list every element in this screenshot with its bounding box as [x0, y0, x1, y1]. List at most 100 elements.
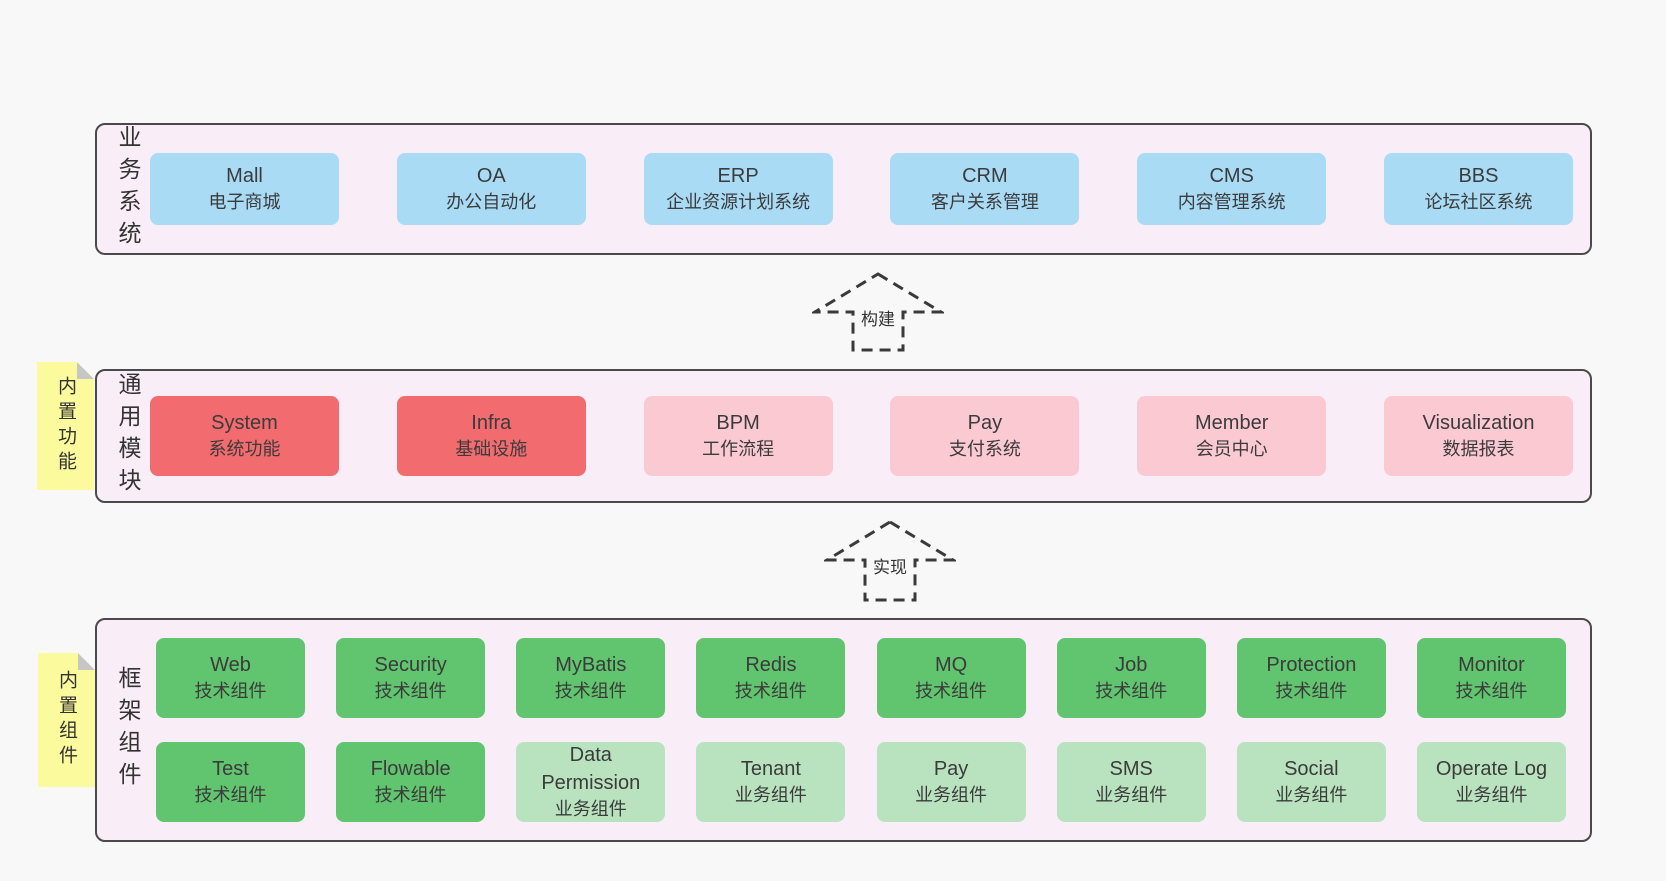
box-sms-title: SMS: [1109, 758, 1153, 781]
box-bpm-title: BPM: [716, 412, 760, 435]
box-monitor-title: Monitor: [1458, 654, 1525, 677]
framework-components-label: 框架组件: [115, 666, 141, 794]
box-mybatis: MyBatis 技术组件: [516, 638, 666, 718]
box-redis: Redis 技术组件: [696, 638, 846, 718]
box-sms: SMS 业务组件: [1056, 742, 1206, 822]
box-system-subtitle: 系统功能: [208, 439, 281, 460]
business-systems-label: 业务系统: [115, 125, 141, 253]
box-infra-subtitle: 基础设施: [455, 439, 528, 460]
common-modules-label: 通用模块: [115, 372, 141, 500]
box-cms: CMS 内容管理系统: [1137, 153, 1327, 225]
box-erp: ERP 企业资源计划系统: [643, 153, 833, 225]
box-test: Test 技术组件: [156, 742, 305, 822]
box-tenant: Tenant 业务组件: [696, 742, 846, 822]
box-oa-title: OA: [476, 165, 506, 188]
box-member-subtitle: 会员中心: [1195, 439, 1268, 460]
box-monitor-subtitle: 技术组件: [1455, 681, 1528, 702]
box-bpm-subtitle: 工作流程: [702, 439, 775, 460]
box-mq-title: MQ: [934, 654, 968, 677]
built-in-components-sticky-label: 内置组件: [56, 670, 77, 770]
box-security: Security 技术组件: [336, 638, 486, 718]
box-mall-subtitle: 电子商城: [208, 192, 281, 213]
business-systems-layer: 业务系统 Mall 电子商城 OA 办公自动化 ERP 企业资源计划系统 CRM…: [95, 123, 1592, 255]
box-pay-component-subtitle: 业务组件: [915, 785, 988, 806]
box-oa: OA 办公自动化: [396, 153, 586, 225]
box-test-title: Test: [212, 758, 249, 781]
box-web: Web 技术组件: [156, 638, 305, 718]
box-security-title: Security: [374, 654, 447, 677]
box-social-title: Social: [1284, 758, 1339, 781]
box-member-title: Member: [1195, 412, 1269, 435]
box-social-subtitle: 业务组件: [1275, 785, 1348, 806]
built-in-features-sticky-label: 内置功能: [55, 376, 76, 476]
box-pay-component: Pay 业务组件: [876, 742, 1026, 822]
box-monitor: Monitor 技术组件: [1416, 638, 1566, 718]
box-pay-module-subtitle: 支付系统: [948, 439, 1021, 460]
implement-arrow-label: 实现: [870, 553, 910, 578]
box-operate-log: Operate Log 业务组件: [1416, 742, 1566, 822]
box-job-subtitle: 技术组件: [1095, 681, 1168, 702]
common-modules-layer: 通用模块 System 系统功能 Infra 基础设施 BPM 工作流程 Pay…: [95, 369, 1592, 503]
box-operate-log-title: Operate Log: [1435, 758, 1548, 781]
box-visualization: Visualization 数据报表: [1383, 396, 1573, 476]
box-erp-title: ERP: [717, 165, 759, 188]
box-redis-subtitle: 技术组件: [734, 681, 807, 702]
box-flowable: Flowable 技术组件: [336, 742, 486, 822]
box-operate-log-subtitle: 业务组件: [1455, 785, 1528, 806]
box-erp-subtitle: 企业资源计划系统: [666, 192, 811, 213]
box-redis-title: Redis: [745, 654, 797, 677]
box-pay-module: Pay 支付系统: [890, 396, 1080, 476]
box-protection-subtitle: 技术组件: [1275, 681, 1348, 702]
box-bbs: BBS 论坛社区系统: [1383, 153, 1573, 225]
box-pay-module-title: Pay: [967, 412, 1003, 435]
box-web-subtitle: 技术组件: [194, 681, 267, 702]
build-arrow: 构建: [812, 271, 944, 353]
framework-components-row-1: Web 技术组件 Security 技术组件 MyBatis 技术组件 Redi…: [156, 638, 1566, 718]
box-crm-title: CRM: [962, 165, 1008, 188]
built-in-features-sticky: 内置功能: [37, 362, 94, 490]
framework-components-row-2: Test 技术组件 Flowable 技术组件 Data Permission …: [156, 742, 1566, 822]
box-crm: CRM 客户关系管理: [890, 153, 1080, 225]
build-arrow-shape: [812, 272, 944, 352]
box-social: Social 业务组件: [1236, 742, 1386, 822]
box-infra: Infra 基础设施: [396, 396, 586, 476]
box-protection: Protection 技术组件: [1236, 638, 1386, 718]
box-cms-subtitle: 内容管理系统: [1177, 192, 1286, 213]
box-data-permission-subtitle: 业务组件: [554, 799, 627, 820]
box-tenant-title: Tenant: [740, 758, 801, 781]
framework-components-layer: 框架组件 Web 技术组件 Security 技术组件 MyBatis 技术组件…: [95, 618, 1592, 842]
box-infra-title: Infra: [471, 412, 512, 435]
built-in-components-sticky: 内置组件: [38, 653, 95, 787]
box-data-permission: Data Permission 业务组件: [516, 742, 666, 822]
common-modules-row: System 系统功能 Infra 基础设施 BPM 工作流程 Pay 支付系统…: [150, 371, 1573, 501]
box-visualization-title: Visualization: [1422, 412, 1535, 435]
box-oa-subtitle: 办公自动化: [446, 192, 537, 213]
box-pay-component-title: Pay: [933, 758, 969, 781]
box-data-permission-title: Data Permission: [541, 744, 641, 795]
box-mq: MQ 技术组件: [876, 638, 1026, 718]
box-system: System 系统功能: [150, 396, 339, 476]
box-mq-subtitle: 技术组件: [915, 681, 988, 702]
box-mybatis-title: MyBatis: [555, 654, 627, 677]
box-bbs-title: BBS: [1458, 165, 1499, 188]
box-job-title: Job: [1115, 654, 1148, 677]
box-tenant-subtitle: 业务组件: [734, 785, 807, 806]
box-flowable-title: Flowable: [370, 758, 451, 781]
box-security-subtitle: 技术组件: [374, 681, 447, 702]
box-flowable-subtitle: 技术组件: [374, 785, 447, 806]
box-sms-subtitle: 业务组件: [1095, 785, 1168, 806]
sticky-fold-corner: [78, 653, 95, 670]
build-arrow-label: 构建: [858, 305, 898, 330]
box-visualization-subtitle: 数据报表: [1442, 439, 1515, 460]
box-crm-subtitle: 客户关系管理: [930, 192, 1039, 213]
business-systems-row: Mall 电子商城 OA 办公自动化 ERP 企业资源计划系统 CRM 客户关系…: [150, 125, 1573, 253]
box-system-title: System: [211, 412, 278, 435]
box-job: Job 技术组件: [1056, 638, 1206, 718]
box-mall: Mall 电子商城: [150, 153, 339, 225]
implement-arrow-shape: [824, 520, 956, 602]
box-mall-title: Mall: [226, 165, 263, 188]
box-bbs-subtitle: 论坛社区系统: [1424, 192, 1533, 213]
box-cms-title: CMS: [1209, 165, 1254, 188]
box-test-subtitle: 技术组件: [194, 785, 267, 806]
box-bpm: BPM 工作流程: [643, 396, 833, 476]
